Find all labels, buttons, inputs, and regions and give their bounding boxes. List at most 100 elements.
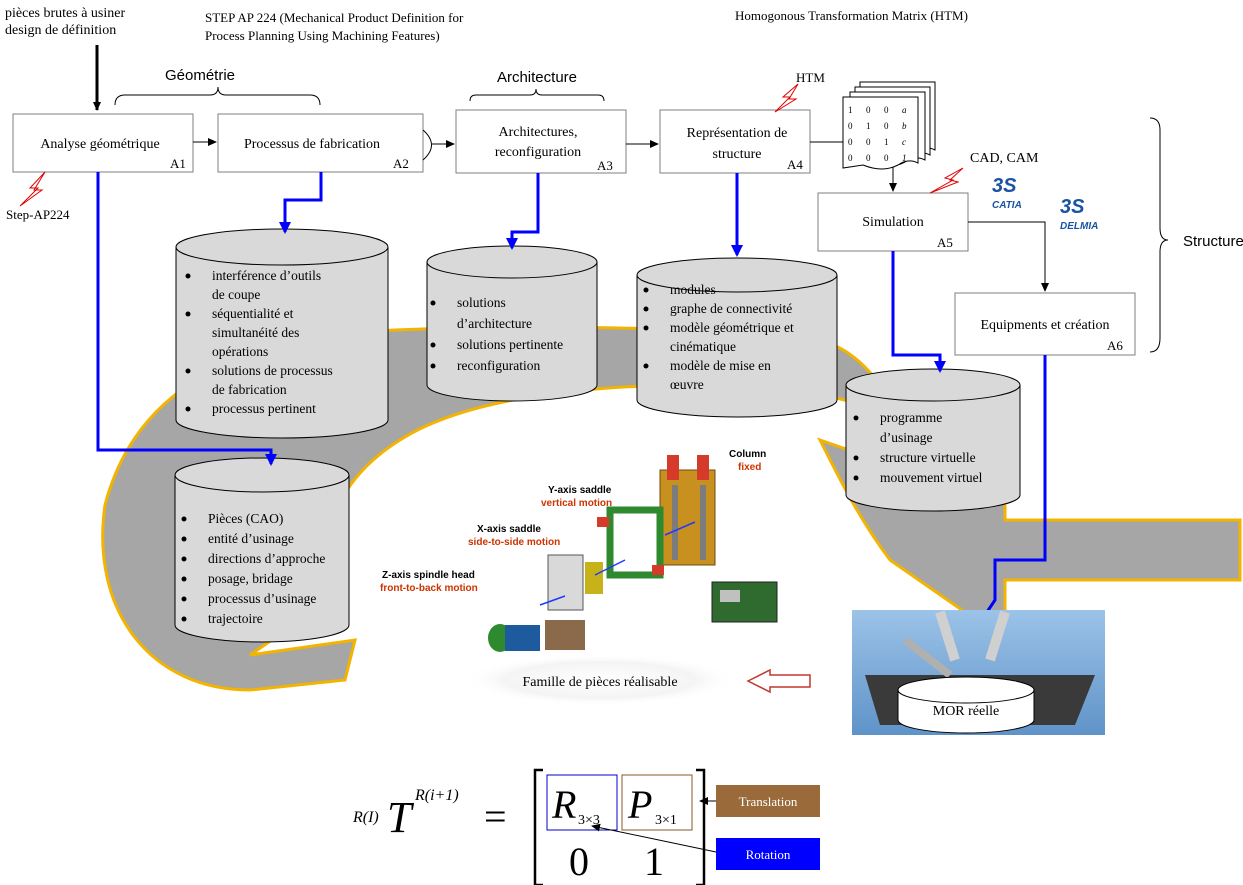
svg-text:0: 0: [569, 839, 589, 884]
svg-text:DELMIA: DELMIA: [1060, 221, 1098, 232]
svg-text:Simulation: Simulation: [862, 215, 923, 230]
svg-text:structure: structure: [713, 147, 762, 162]
bullet-icon: [643, 325, 649, 331]
htm-matrix-cell: 0: [884, 153, 889, 163]
bullet-icon: [430, 342, 436, 348]
htm-matrix-cell: b: [902, 121, 907, 131]
database-item: mouvement virtuel: [880, 470, 983, 485]
database-item: Pièces (CAO): [208, 511, 283, 526]
architecture-label: Architecture: [497, 69, 577, 86]
svg-text:CATIA: CATIA: [992, 200, 1022, 211]
step-note: STEP AP 224 (Mechanical Product Definiti…: [205, 10, 464, 43]
svg-text:front-to-back motion: front-to-back motion: [380, 583, 478, 594]
svg-text:side-to-side motion: side-to-side motion: [468, 537, 560, 548]
svg-text:Représentation de: Représentation de: [687, 126, 788, 141]
bullet-icon: [181, 576, 187, 582]
htm-matrix-cell: 0: [866, 137, 871, 147]
svg-text:Architectures,: Architectures,: [499, 125, 578, 140]
bullet-icon: [643, 287, 649, 293]
svg-text:Equipments et création: Equipments et création: [980, 318, 1109, 333]
geometry-label: Géométrie: [165, 67, 235, 84]
svg-text:A1: A1: [170, 156, 186, 171]
bullet-icon: [853, 455, 859, 461]
svg-text:R: R: [551, 782, 576, 827]
svg-text:Rotation: Rotation: [746, 847, 791, 862]
database-item: interférence d’outils: [212, 268, 321, 283]
family-label: Famille de pièces réalisable: [522, 675, 677, 690]
activity-a1: Analyse géométrique A1: [12, 113, 194, 173]
svg-text:P: P: [627, 782, 652, 827]
database-item: processus pertinent: [212, 401, 316, 416]
database-item: graphe de connectivité: [670, 301, 792, 316]
svg-text:A3: A3: [597, 158, 613, 173]
geometry-brace: [114, 86, 321, 106]
htm-matrix-cell: 1: [902, 153, 907, 163]
svg-text:=: =: [484, 794, 507, 839]
machine-illustration: [488, 455, 778, 652]
htm-matrix-cell: 0: [866, 153, 871, 163]
database-item: modules: [670, 282, 716, 297]
database-item: entité d’usinage: [208, 531, 294, 546]
htm-matrix-cell: 0: [848, 137, 853, 147]
htm-matrix-cell: 1: [884, 137, 889, 147]
svg-text:1: 1: [644, 839, 664, 884]
svg-text:pièces brutes à usiner: pièces brutes à usiner: [5, 6, 125, 21]
input-note: pièces brutes à usiner design de définit…: [5, 6, 125, 38]
database-a1: Pièces (CAO) entité d’usinage directions d…: [174, 457, 350, 643]
svg-text:reconfiguration: reconfiguration: [495, 145, 581, 160]
svg-text:Process Planning Using Machini: Process Planning Using Machining Feature…: [205, 28, 440, 43]
svg-text:T: T: [387, 793, 415, 842]
svg-text:R(i+1): R(i+1): [414, 787, 459, 804]
bullet-icon: [430, 300, 436, 306]
rotation-pointer: [591, 823, 717, 853]
bullet-icon: [185, 311, 191, 317]
step-ap224-label: Step-AP224: [6, 207, 70, 222]
htm-matrix-cell: 0: [884, 121, 889, 131]
svg-text:R(I): R(I): [352, 809, 379, 826]
htm-label: HTM: [796, 70, 825, 85]
database-item: d’architecture: [457, 316, 532, 331]
activity-a4: Représentation de structure A4: [659, 109, 811, 174]
bullet-icon: [181, 616, 187, 622]
svg-text:3S: 3S: [992, 175, 1017, 197]
database-item: opérations: [212, 344, 268, 359]
bullet-icon: [430, 363, 436, 369]
svg-text:3S: 3S: [1060, 196, 1085, 218]
database-item: structure virtuelle: [880, 450, 976, 465]
database-item: directions d’approche: [208, 551, 325, 566]
svg-text:Analyse géométrique: Analyse géométrique: [40, 137, 159, 152]
svg-text:3×1: 3×1: [655, 813, 677, 828]
activity-a5: Simulation A5: [817, 192, 969, 252]
activity-a3: Architectures, reconfiguration A3: [455, 109, 627, 174]
htm-matrix-cell: 1: [866, 121, 871, 131]
database-item: d’usinage: [880, 430, 932, 445]
database-item: posage, bridage: [208, 571, 293, 586]
database-item: de fabrication: [212, 382, 287, 397]
database-item: cinématique: [670, 339, 736, 354]
htm-matrix-cell: c: [902, 137, 906, 147]
lightning-icon: [19, 171, 46, 207]
bullet-icon: [185, 273, 191, 279]
family-arrow: [746, 668, 811, 694]
svg-text:A6: A6: [1107, 338, 1123, 353]
htm-matrix-cell: 0: [884, 105, 889, 115]
htm-matrix-cell: a: [902, 105, 907, 115]
activity-a2: Processus de fabrication A2: [217, 113, 424, 173]
database-item: reconfiguration: [457, 358, 540, 373]
database-item: solutions: [457, 295, 506, 310]
database-item: modèle géométrique et: [670, 320, 794, 335]
svg-text:STEP AP 224 (Mechanical Produc: STEP AP 224 (Mechanical Product Definiti…: [205, 10, 464, 25]
bullet-icon: [643, 363, 649, 369]
svg-text:A2: A2: [393, 156, 409, 171]
bullet-icon: [181, 536, 187, 542]
bullet-icon: [643, 306, 649, 312]
structure-label: Structure: [1183, 233, 1243, 250]
database-item: trajectoire: [208, 611, 263, 626]
mor-cylinder: MOR réelle: [897, 676, 1035, 734]
database-item: de coupe: [212, 287, 260, 302]
htm-matrix-cell: 0: [848, 121, 853, 131]
svg-text:design de définition: design de définition: [5, 23, 116, 38]
family-glow: [465, 654, 735, 706]
bullet-icon: [181, 596, 187, 602]
svg-text:X-axis saddle: X-axis saddle: [477, 524, 541, 535]
